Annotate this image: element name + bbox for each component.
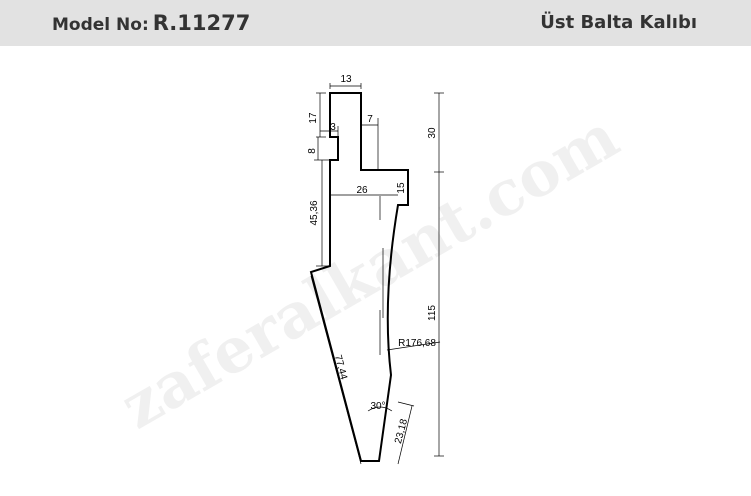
dim-angle: 30°: [370, 401, 385, 412]
dim-notch-height: 8: [307, 148, 318, 154]
dim-mid-width: 26: [356, 185, 368, 196]
dim-radius: R176,68: [398, 338, 436, 349]
header-bar: Model No:R.11277 Üst Balta Kalıbı: [0, 0, 751, 46]
model-number: Model No:R.11277: [52, 11, 250, 35]
die-profile: [309, 92, 409, 462]
model-value: R.11277: [152, 11, 251, 35]
dim-tip-length: 23,18: [393, 417, 410, 444]
dim-top-width: 13: [340, 74, 352, 85]
watermark: zaferalkant.com: [108, 100, 630, 444]
dim-left-height: 45,36: [309, 200, 320, 225]
dim-step-width: 7: [367, 114, 373, 125]
dim-top-left-height: 17: [308, 112, 319, 124]
dim-left-length: 77,44: [332, 354, 349, 381]
dim-shoulder-height: 15: [396, 182, 407, 194]
page-title: Üst Balta Kalıbı: [540, 12, 697, 33]
dim-notch-width: 3: [330, 122, 336, 133]
model-label: Model No:: [52, 15, 149, 35]
dim-total-height: 115: [427, 305, 438, 321]
dim-upper-height: 30: [427, 127, 438, 139]
